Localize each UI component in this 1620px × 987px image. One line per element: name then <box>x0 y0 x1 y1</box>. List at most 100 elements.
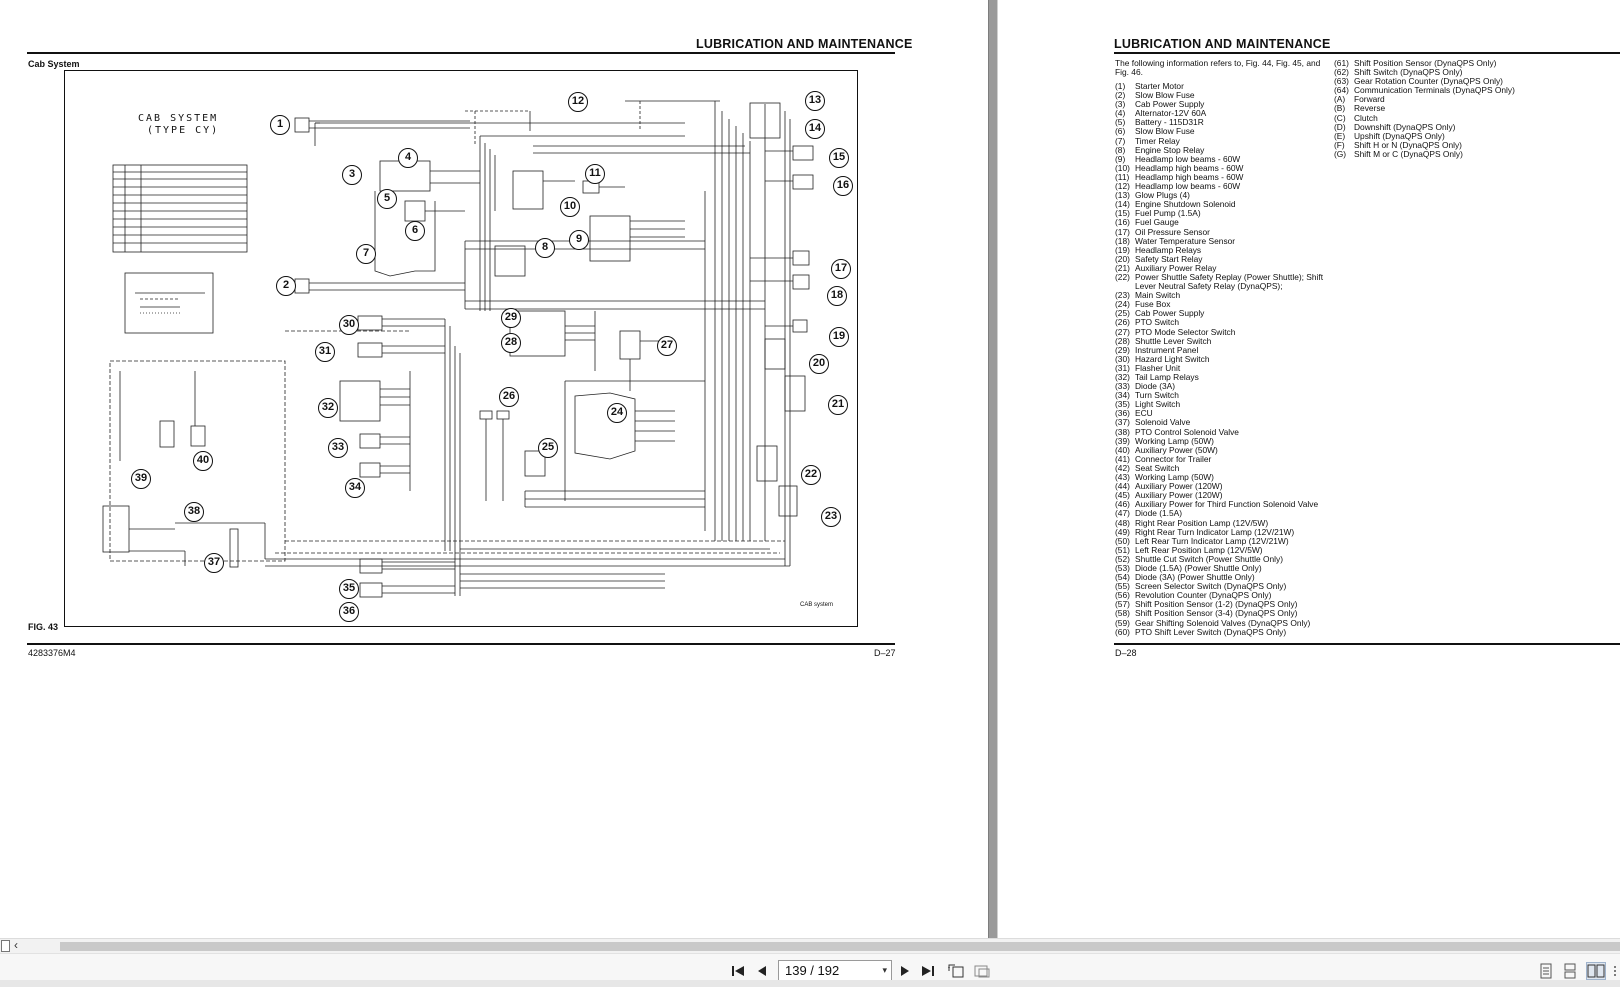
legend-item-text: Oil Pressure Sensor <box>1135 226 1210 237</box>
prev-page-button[interactable] <box>755 962 769 980</box>
legend-item-text: Cab Power Supply <box>1135 99 1205 110</box>
page-number-select[interactable]: 139 / 192 ▾ <box>778 960 892 981</box>
more-options-button[interactable] <box>1612 962 1618 980</box>
callout-9: 9 <box>569 230 589 250</box>
wiring-lines <box>102 100 814 598</box>
callout-14: 14 <box>805 119 825 139</box>
legend-item: (C)Clutch <box>1334 113 1515 123</box>
callout-27: 27 <box>657 336 677 356</box>
last-page-icon <box>922 966 934 976</box>
legend-item-text: Battery - 115D31R <box>1135 117 1204 128</box>
legend-item: (18)Water Temperature Sensor <box>1115 236 1323 246</box>
last-page-button[interactable] <box>920 962 936 980</box>
legend-item-number: (42) <box>1115 462 1130 473</box>
legend-item-number: (43) <box>1115 472 1130 483</box>
footer-page-number: D–27 <box>874 648 896 658</box>
fit-button[interactable] <box>973 962 991 980</box>
legend-item: (35)Light Switch <box>1115 400 1323 409</box>
callout-39: 39 <box>131 469 151 489</box>
legend-item: (D)Downshift (DynaQPS Only) <box>1334 122 1515 132</box>
legend-item-text: Headlamp low beams - 60W <box>1135 153 1241 164</box>
page-indicator: 139 / 192 <box>785 963 840 978</box>
callout-32: 32 <box>318 398 338 418</box>
legend-item: (3)Cab Power Supply <box>1115 100 1323 109</box>
legend-item: (11)Headlamp high beams - 60W <box>1115 171 1323 182</box>
legend-item-text: Tail Lamp Relays <box>1135 372 1199 382</box>
legend-item-text: Forward <box>1354 94 1385 105</box>
legend-item-text: Solenoid Valve <box>1135 417 1191 428</box>
legend-item-text: Safety Start Relay <box>1135 253 1203 264</box>
rotate-button[interactable] <box>947 962 965 980</box>
rotate-icon <box>948 964 964 978</box>
legend-item-number: (53) <box>1115 562 1130 573</box>
scroll-left-icon[interactable]: ‹ <box>14 938 18 952</box>
legend-item-text: Headlamp high beams - 60W <box>1135 171 1244 182</box>
legend-item-number: (E) <box>1334 130 1346 141</box>
legend-item-number: (9) <box>1115 153 1126 164</box>
legend-item-text: Upshift (DynaQPS Only) <box>1354 130 1445 141</box>
legend-item-text: Flasher Unit <box>1135 362 1181 373</box>
legend-item-text: Auxiliary Power (50W) <box>1135 444 1218 455</box>
scrollbar-thumb[interactable] <box>60 942 1620 951</box>
legend-item-text: Diode (1.5A) <box>1135 508 1183 519</box>
legend-item: (49)Right Rear Turn Indicator Lamp (12V/… <box>1115 527 1323 537</box>
legend-item-number: (27) <box>1115 326 1130 337</box>
next-page-icon <box>901 966 909 976</box>
callout-7: 7 <box>356 244 376 264</box>
legend-item: (8)Engine Stop Relay <box>1115 145 1323 155</box>
legend-item-text: Starter Motor <box>1135 81 1184 91</box>
legend-item-number: (B) <box>1334 103 1346 114</box>
legend-item: (44)Auxiliary Power (120W) <box>1115 482 1323 491</box>
legend-list-2: (61)Shift Position Sensor (DynaQPS Only)… <box>1334 58 1515 159</box>
legend-item: (61)Shift Position Sensor (DynaQPS Only) <box>1334 58 1515 68</box>
callout-10: 10 <box>560 197 580 217</box>
legend-item-number: (20) <box>1115 253 1130 264</box>
right-page: LUBRICATION AND MAINTENANCE The followin… <box>998 0 1620 938</box>
horizontal-scrollbar[interactable]: ‹ <box>0 938 1620 953</box>
first-page-button[interactable] <box>730 962 746 980</box>
legend-item: (29)Instrument Panel <box>1115 345 1323 355</box>
legend-list-1: (1)Starter Motor(2)Slow Blow Fuse(3)Cab … <box>1115 81 1324 637</box>
legend-item-text: Seat Switch <box>1135 462 1180 473</box>
legend-item: (E) Upshift (DynaQPS Only) <box>1334 130 1515 141</box>
legend-item-text: Hazard Light Switch <box>1135 353 1210 364</box>
legend-item: (27)PTO Mode Selector Switch <box>1115 326 1323 337</box>
diagram-subtitle: (TYPE CY) <box>147 125 220 136</box>
legend-item: (15)Fuel Pump (1.5A) <box>1115 209 1323 218</box>
diagram-caption: CAB system <box>800 602 834 608</box>
legend-item-text: Turn Switch <box>1135 390 1179 401</box>
legend-item-text: Left Rear Position Lamp (12V/5W) <box>1135 544 1263 555</box>
legend-item: (45)Auxiliary Power (120W) <box>1115 491 1323 500</box>
panel-toggle-icon[interactable] <box>1 940 10 952</box>
legend-item-number: (4) <box>1115 108 1126 119</box>
legend-item-text: Shuttle Lever Switch <box>1135 335 1212 346</box>
legend-item: (37)Solenoid Valve <box>1115 418 1323 427</box>
legend-item-text: Shift Position Sensor (DynaQPS Only) <box>1354 58 1497 68</box>
legend-item: (57)Shift Position Sensor (1-2) (DynaQPS… <box>1115 600 1323 609</box>
callout-34: 34 <box>345 478 365 498</box>
legend-item: Lever Neutral Safety Relay (DynaQPS); <box>1115 281 1323 292</box>
legend-item-text: Light Switch <box>1135 399 1181 410</box>
legend-item: (59)Gear Shifting Solenoid Valves (DynaQ… <box>1115 618 1323 628</box>
next-page-button[interactable] <box>898 962 912 980</box>
legend-item: (32)Tail Lamp Relays <box>1115 372 1323 382</box>
legend-item-text: Shift M or C (DynaQPS Only) <box>1354 148 1463 159</box>
legend-item-text: Power Shuttle Safety Replay (Power Shutt… <box>1135 271 1324 282</box>
legend-item-text: Timer Relay <box>1135 135 1180 146</box>
legend-item-text: Left Rear Turn Indicator Lamp (12V/21W) <box>1135 535 1289 546</box>
callout-8: 8 <box>535 238 555 258</box>
legend-item-text: Lever Neutral Safety Relay (DynaQPS); <box>1135 281 1283 292</box>
single-page-view-button[interactable] <box>1538 962 1554 980</box>
legend-item-number: (7) <box>1115 135 1126 146</box>
legend-item-text: Engine Shutdown Solenoid <box>1135 199 1236 210</box>
callout-4: 4 <box>398 148 418 168</box>
two-page-view-button[interactable] <box>1586 962 1606 980</box>
legend-item-text: Headlamp high beams - 60W <box>1135 162 1244 173</box>
callout-5: 5 <box>377 189 397 209</box>
legend-item-number: (54) <box>1115 572 1130 583</box>
figure-label: FIG. 43 <box>28 622 59 632</box>
legend-item: (17)Oil Pressure Sensor <box>1115 226 1323 237</box>
continuous-view-button[interactable] <box>1562 962 1578 980</box>
legend-item-number: (14) <box>1115 199 1130 210</box>
legend-item-text: Right Rear Position Lamp (12V/5W) <box>1135 517 1269 528</box>
